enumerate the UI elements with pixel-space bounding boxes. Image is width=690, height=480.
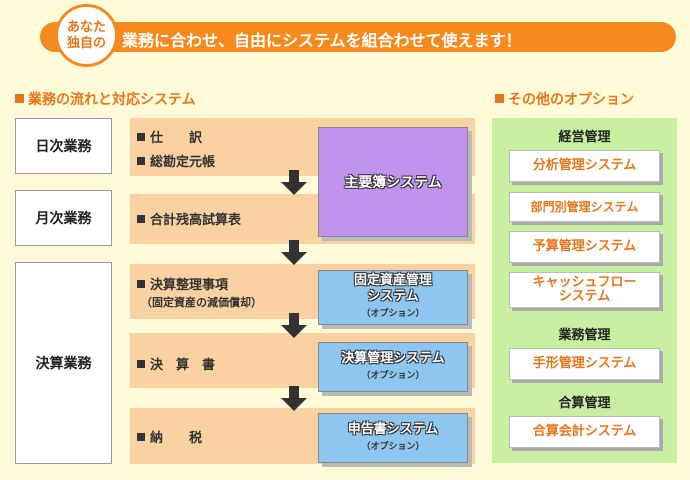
bullet-icon bbox=[137, 280, 145, 288]
bullet-icon bbox=[137, 133, 145, 141]
stage-monthly: 月次業務 bbox=[15, 190, 112, 246]
option-label: 予算管理システム bbox=[532, 239, 637, 254]
option-label: 手形管理システム bbox=[532, 356, 637, 371]
bullet-icon bbox=[137, 433, 145, 441]
bullet-icon bbox=[137, 157, 145, 165]
section-title-options: その他のオプション bbox=[495, 89, 634, 109]
tax-return-system[interactable]: 申告書システム （オプション） bbox=[318, 413, 468, 463]
badge-circle: あなた 独自の bbox=[55, 4, 118, 67]
fixed-assets-system-label-1: 固定資産管理 bbox=[353, 273, 432, 288]
flow-item-journal: 仕 訳 bbox=[137, 127, 202, 146]
closing-management-system[interactable]: 決算管理システム （オプション） bbox=[318, 342, 468, 392]
flow-item-financial-statements: 決 算 書 bbox=[137, 354, 215, 373]
fixed-assets-system-label-2: システム bbox=[367, 289, 419, 304]
arrow-down-icon bbox=[281, 240, 307, 265]
option-label: （オプション） bbox=[361, 309, 425, 319]
option-label: （オプション） bbox=[361, 370, 425, 381]
header-banner bbox=[40, 22, 676, 52]
flow-item-depreciation-note: （固定資産の減価償却） bbox=[141, 296, 262, 309]
option-label: （オプション） bbox=[361, 441, 425, 452]
option-label-line1: キャッシュフロー bbox=[532, 275, 637, 290]
bullet-icon bbox=[137, 360, 145, 368]
category-management: 経営管理 bbox=[558, 130, 611, 145]
category-consolidation: 合算管理 bbox=[558, 396, 611, 411]
badge-line2: 独自の bbox=[66, 35, 106, 51]
stage-daily: 日次業務 bbox=[15, 118, 112, 174]
option-analysis-management[interactable]: 分析管理システム bbox=[509, 150, 660, 182]
main-books-system[interactable]: 主要簿システム bbox=[318, 127, 468, 237]
arrow-down-icon bbox=[281, 170, 307, 195]
option-label-line2: システム bbox=[558, 289, 611, 304]
flow-item-tax-payment: 納 税 bbox=[137, 427, 202, 446]
option-label: 部門別管理システム bbox=[530, 200, 639, 214]
category-operations: 業務管理 bbox=[558, 328, 611, 343]
stage-closing: 決算業務 bbox=[15, 262, 112, 464]
banner-text: 業務に合わせ、自由にシステムを組合わせて使えます！ bbox=[122, 31, 522, 50]
closing-management-system-label: 決算管理システム bbox=[341, 350, 445, 366]
square-bullet-icon bbox=[15, 94, 24, 103]
option-cashflow[interactable]: キャッシュフロー システム bbox=[509, 272, 660, 308]
option-promissory-notes[interactable]: 手形管理システム bbox=[509, 348, 660, 380]
square-bullet-icon bbox=[495, 94, 504, 103]
bullet-icon bbox=[137, 215, 145, 223]
flow-item-trial-balance: 合計残高試算表 bbox=[137, 209, 241, 228]
option-consolidated-accounting[interactable]: 合算会計システム bbox=[509, 416, 660, 448]
main-books-system-label: 主要簿システム bbox=[344, 175, 442, 191]
tax-return-system-label: 申告書システム bbox=[347, 421, 439, 437]
flow-item-closing-adjustments: 決算整理事項 bbox=[137, 274, 228, 293]
option-budget-management[interactable]: 予算管理システム bbox=[509, 231, 660, 263]
option-label: 合算会計システム bbox=[532, 424, 637, 439]
option-department-management[interactable]: 部門別管理システム bbox=[509, 192, 660, 222]
option-label: 分析管理システム bbox=[532, 158, 637, 173]
section-title-options-text: その他のオプション bbox=[508, 92, 634, 108]
flow-item-ledger: 総勘定元帳 bbox=[137, 151, 215, 170]
section-title-flow: 業務の流れと対応システム bbox=[15, 89, 196, 109]
badge-line1: あなた bbox=[66, 19, 106, 35]
section-title-flow-text: 業務の流れと対応システム bbox=[28, 92, 196, 108]
arrow-down-icon bbox=[281, 386, 307, 411]
arrow-down-icon bbox=[281, 313, 307, 338]
fixed-assets-system[interactable]: 固定資産管理 システム （オプション） bbox=[318, 270, 468, 325]
